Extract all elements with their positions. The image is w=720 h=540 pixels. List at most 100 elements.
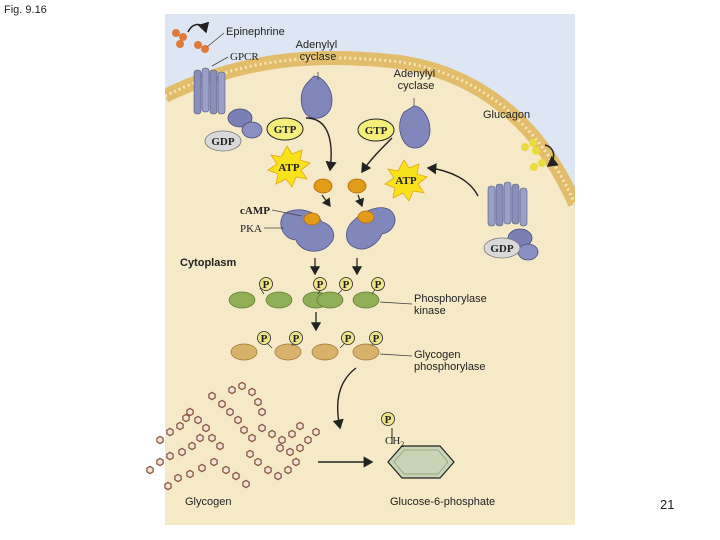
phosphorylase-kinase-label: Phosphorylase kinase (414, 293, 490, 317)
phosphate-symbol: P (317, 279, 324, 291)
gdp-label-right: GDP (490, 243, 514, 255)
glycogen-glucose-unit (194, 415, 202, 425)
glycogen-glucose-unit (156, 435, 164, 445)
phosphorylase-kinase-row (228, 287, 380, 309)
glycogen-glucose-unit (186, 407, 194, 417)
gtp-badge-right (357, 118, 395, 142)
adenylyl-cyclase-label-1: Adenylyl cyclase (296, 39, 341, 63)
glycogen-glucose-unit (254, 457, 262, 467)
slide-number: 21 (660, 497, 675, 512)
adenylyl-cyclase-1-line1: Adenylyl (296, 39, 338, 51)
glycogen-glucose-unit (248, 433, 256, 443)
gdp-badge-left (204, 130, 242, 152)
adenylyl-cyclase-1-line2: cyclase (300, 51, 337, 63)
glucagon-label: Glucagon (483, 109, 530, 121)
glycogen-glucose-unit (264, 465, 272, 475)
glycogen-glucose-unit (274, 471, 282, 481)
glycogen-glucose-unit (292, 457, 300, 467)
camp-label: cAMP (240, 205, 270, 217)
glycogen-glucose-unit (232, 471, 240, 481)
adenylyl-cyclase-right (399, 105, 431, 149)
phosphorylase-kinase-line2: kinase (414, 305, 446, 317)
phosphorylase-action-arrow (332, 367, 357, 430)
gpcr-label: GPCR (230, 51, 259, 63)
glycogen-glucose-unit (238, 381, 246, 391)
epinephrine-molecule (172, 21, 210, 53)
ch2-label: CH2 (385, 435, 404, 449)
glycogen-glucose-unit (304, 435, 312, 445)
atp-label-right: ATP (395, 175, 416, 187)
gtp-label-right: GTP (365, 125, 388, 137)
pka-left (280, 209, 335, 252)
glycogen-glucose-unit (202, 423, 210, 433)
atp-label-left: ATP (278, 162, 299, 174)
glycogen-glucose-unit (234, 415, 242, 425)
glucose-6-phosphate-label: Glucose-6-phosphate (390, 496, 495, 508)
glycogen-glucose-unit (156, 457, 164, 467)
glycogen-glucose-unit (178, 447, 186, 457)
glycogen-glucose-unit (182, 413, 190, 423)
phosphorylase-kinase-line1: Phosphorylase (414, 293, 487, 305)
glycogen-phosphorylase-line1: Glycogen (414, 349, 460, 361)
pka-label: PKA (240, 223, 262, 235)
glycogen-glucose-unit (210, 457, 218, 467)
ch2-main: CH (385, 435, 400, 447)
glycogen-glucose-unit (242, 479, 250, 489)
adenylyl-cyclase-2-line1: Adenylyl (394, 68, 436, 80)
glycogen-glucose-unit (222, 465, 230, 475)
ac-left-arrow (305, 117, 337, 172)
gtp-label-left: GTP (274, 124, 297, 136)
ch2-subscript: 2 (400, 440, 404, 449)
glycogen-glucose-unit (284, 465, 292, 475)
ac-right-arrow (361, 137, 393, 174)
glycogen-glucose-unit (296, 421, 304, 431)
glycogen-glucose-unit (188, 441, 196, 451)
phosphate-symbol: P (293, 333, 300, 345)
gpcr-receptor-left (193, 67, 226, 115)
glycogen-glucose-unit (208, 433, 216, 443)
glycogen-glucose-unit (166, 427, 174, 437)
phosphate-groups-phosphorylase: P P P P (257, 331, 383, 345)
glycogen-label: Glycogen (185, 496, 231, 508)
glycogen-glucose-unit (198, 463, 206, 473)
glycogen-phosphorylase-label: Glycogen phosphorylase (414, 349, 486, 373)
glycogen-glucose-unit (218, 399, 226, 409)
phosphate-symbol: P (261, 333, 268, 345)
glycogen-glucose-unit (226, 407, 234, 417)
glycogen-glucose-unit (208, 391, 216, 401)
gdp-label-left: GDP (211, 136, 235, 148)
phosphate-symbol: P (375, 279, 382, 291)
glycogen-glucose-unit (228, 385, 236, 395)
glucagon-molecule (521, 139, 559, 171)
adenylyl-cyclase-label-2: Adenylyl cyclase (394, 68, 439, 92)
glycogen-glucose-unit (296, 443, 304, 453)
glycogen-glucose-unit (312, 427, 320, 437)
g-protein-left (227, 108, 263, 139)
gtp-badge-left (266, 117, 304, 141)
phosphate-symbol: P (345, 333, 352, 345)
glycogen-glucose-unit (176, 421, 184, 431)
glycogen-glucose-unit (246, 449, 254, 459)
glycogen-glucose-unit (268, 429, 276, 439)
glucose-6-phosphate-molecule: P (381, 412, 455, 479)
glycogen-glucose-unit (186, 469, 194, 479)
glycogen-glucose-unit (278, 435, 286, 445)
glucagon-activation-arrow (426, 163, 479, 197)
gpcr-receptor-right (487, 181, 528, 227)
pka-right (346, 207, 396, 250)
atp-burst-right (384, 159, 428, 202)
glycogen-glucose-unit (196, 433, 204, 443)
glycogen-glucose-unit (258, 407, 266, 417)
glycogen-glucose-unit (174, 473, 182, 483)
epinephrine-label: Epinephrine (226, 26, 285, 38)
glycogen-glucose-unit (248, 387, 256, 397)
glycogen-glucose-unit (286, 447, 294, 457)
glycogen-glucose-unit (254, 397, 262, 407)
phosphate-symbol: P (373, 333, 380, 345)
camp-molecule-1 (313, 178, 333, 194)
figure-label: Fig. 9.16 (4, 4, 47, 16)
cytoplasm-label: Cytoplasm (180, 257, 236, 269)
membrane-lipid-tails (165, 56, 575, 205)
glycogen-glucose-unit (288, 429, 296, 439)
